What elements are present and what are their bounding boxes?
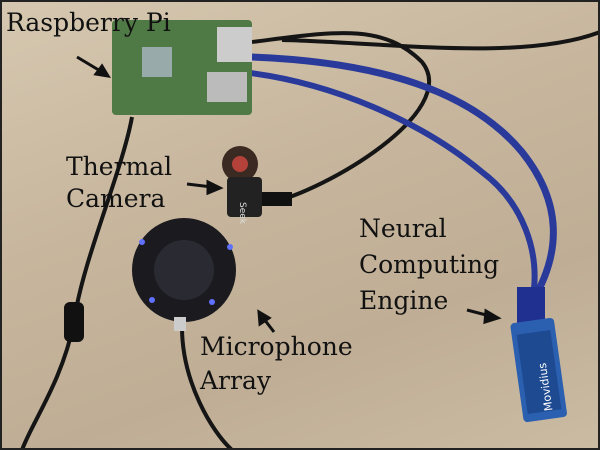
label-thermal-line2: Camera	[66, 184, 166, 213]
camera-cable	[251, 31, 432, 204]
label-neural-line2: Computing	[359, 250, 500, 279]
label-neural-line1: Neural	[359, 214, 447, 243]
mic-cable	[180, 326, 233, 448]
annotation-arrows	[76, 55, 502, 333]
label-thermal-line1: Thermal	[66, 152, 173, 181]
label-raspberry-pi: Raspberry Pi	[6, 8, 171, 37]
power-cable	[281, 30, 598, 51]
thermal-camera	[227, 177, 262, 217]
usb-cable	[251, 53, 557, 304]
ferrite-bead	[64, 302, 84, 342]
label-mic-line2: Array	[200, 366, 271, 395]
movidius-stick: Movidius	[510, 317, 567, 423]
label-mic-line1: Microphone	[200, 332, 353, 361]
camera-brand: Seek	[237, 202, 247, 225]
label-neural-line3: Engine	[359, 286, 449, 315]
